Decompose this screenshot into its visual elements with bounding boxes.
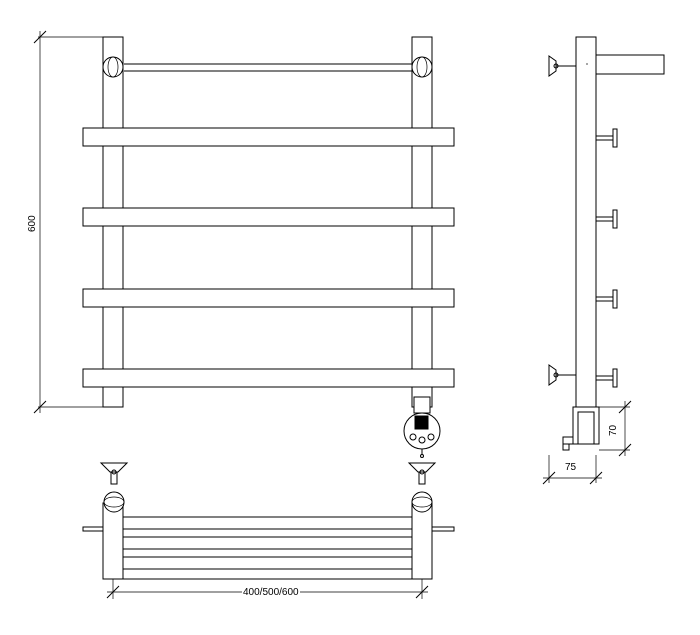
side-heater <box>562 406 600 451</box>
front-view: 600 <box>27 30 455 458</box>
height-dimension <box>33 30 103 414</box>
depth-dimension <box>542 455 603 485</box>
bar-4 <box>82 368 455 388</box>
connector-ball-icon <box>103 491 125 513</box>
height-label: 600 <box>27 215 38 232</box>
wall-mount-bottom <box>548 364 576 386</box>
connector-ball-icon <box>411 491 433 513</box>
depth-label: 75 <box>565 462 577 473</box>
bar-1 <box>82 127 455 147</box>
wall-mount-top <box>548 55 576 77</box>
top-view: 400/500/600 <box>82 462 455 599</box>
heater-height-dimension <box>599 400 632 457</box>
width-dimension <box>106 579 429 599</box>
heater-height-label: 70 <box>608 424 619 436</box>
connector-ball-icon <box>102 56 124 78</box>
bar-stubs <box>596 128 618 388</box>
bar-3 <box>82 288 455 308</box>
top-bracket-right <box>407 462 437 485</box>
top-bracket-left <box>99 462 129 485</box>
width-label: 400/500/600 <box>243 587 299 598</box>
heater-control-icon <box>403 412 441 458</box>
bar-2 <box>82 207 455 227</box>
side-view: 70 75 <box>542 36 665 485</box>
connector-ball-icon <box>411 56 433 78</box>
side-post <box>575 36 597 408</box>
